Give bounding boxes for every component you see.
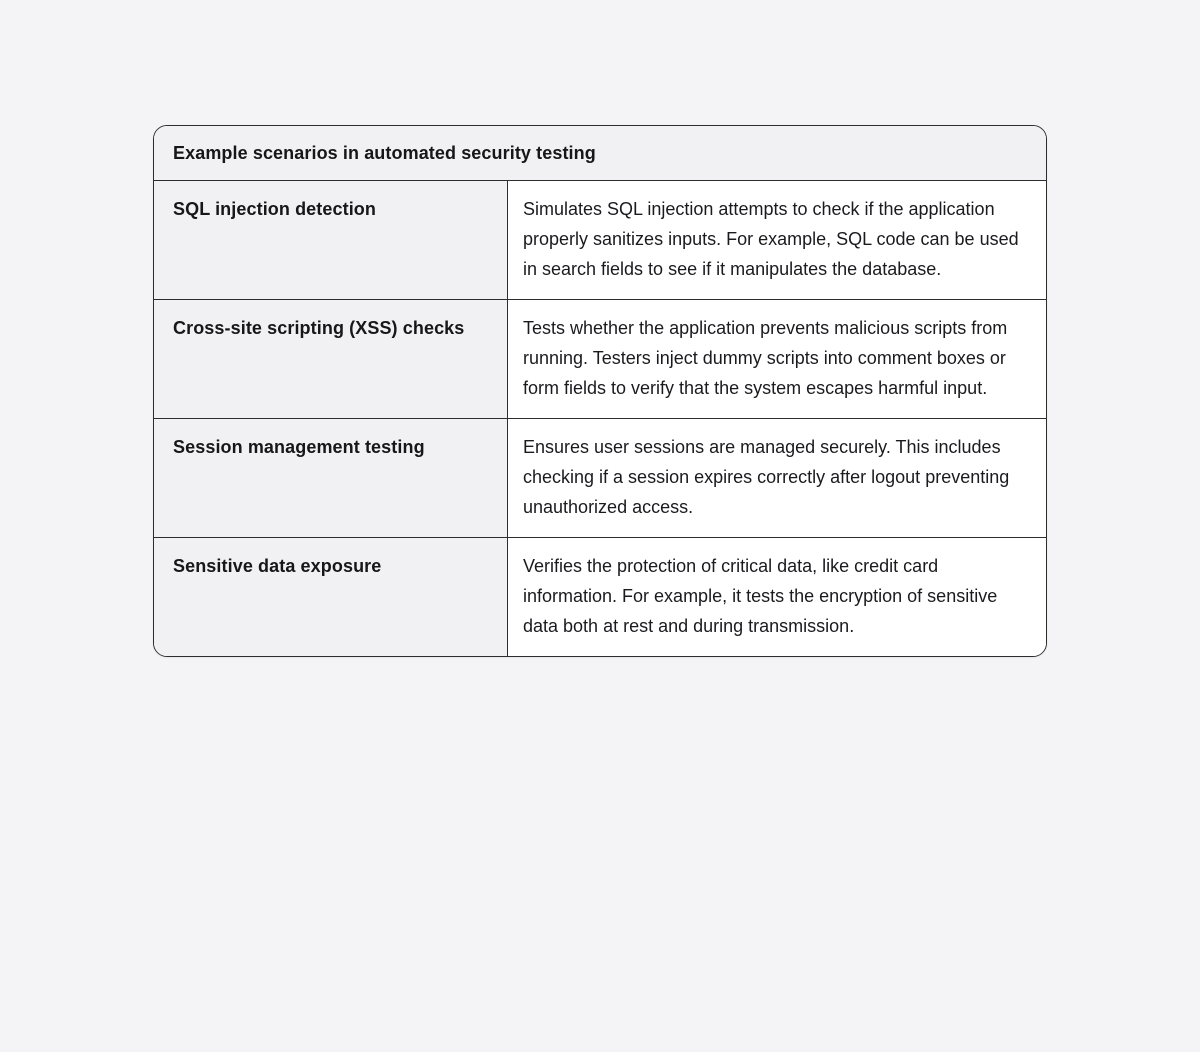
table-row: Session management testing Ensures user … <box>154 419 1046 538</box>
description-cell: Verifies the protection of critical data… <box>508 538 1046 656</box>
table-row: SQL injection detection Simulates SQL in… <box>154 181 1046 300</box>
scenario-cell: SQL injection detection <box>154 181 508 300</box>
description-cell: Tests whether the application prevents m… <box>508 300 1046 419</box>
security-testing-table: Example scenarios in automated security … <box>153 125 1047 657</box>
description-cell: Simulates SQL injection attempts to chec… <box>508 181 1046 300</box>
description-cell: Ensures user sessions are managed secure… <box>508 419 1046 538</box>
scenario-cell: Sensitive data exposure <box>154 538 508 656</box>
table-body: SQL injection detection Simulates SQL in… <box>154 181 1046 656</box>
scenario-cell: Session management testing <box>154 419 508 538</box>
table-row: Sensitive data exposure Verifies the pro… <box>154 538 1046 656</box>
scenario-cell: Cross-site scripting (XSS) checks <box>154 300 508 419</box>
table-row: Cross-site scripting (XSS) checks Tests … <box>154 300 1046 419</box>
table-title: Example scenarios in automated security … <box>154 126 1046 181</box>
